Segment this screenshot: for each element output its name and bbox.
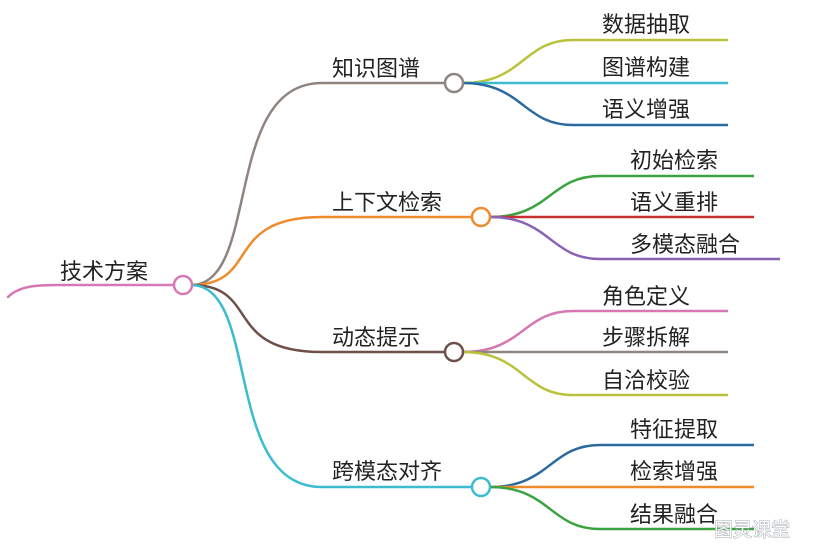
child-node[interactable]: 结果融合 — [489, 485, 754, 531]
child-label: 自洽校验 — [602, 369, 690, 394]
child-label: 特征提取 — [630, 418, 718, 443]
child-node[interactable]: 步骤拆解 — [462, 326, 728, 354]
child-connector — [462, 38, 728, 85]
branch-connector — [190, 81, 323, 287]
child-node[interactable]: 多模态融合 — [489, 215, 780, 261]
child-label: 角色定义 — [602, 285, 690, 310]
branch-label: 知识图谱 — [332, 57, 420, 82]
root-node[interactable]: 技术方案 — [6, 260, 176, 299]
child-node[interactable]: 语义重排 — [490, 191, 754, 219]
child-connector — [489, 174, 754, 219]
branch-node-context-retrieval[interactable]: 上下文检索 初始检索 语义重排 多模态融合 — [190, 149, 780, 287]
child-label: 语义增强 — [602, 98, 690, 123]
branch-junction-circle — [470, 476, 492, 498]
branch-node-knowledge-graph[interactable]: 知识图谱 数据抽取 图谱构建 语义增强 — [190, 13, 728, 287]
child-node[interactable]: 检索增强 — [489, 460, 754, 489]
branch-node-cross-modal-alignment[interactable]: 跨模态对齐 特征提取 检索增强 结果融合 — [190, 283, 754, 531]
branch-junction-circle — [443, 341, 465, 363]
branch-junction-circle — [443, 72, 465, 94]
branch-junction-circle — [470, 206, 492, 228]
child-label: 多模态融合 — [630, 233, 740, 258]
child-label: 初始检索 — [630, 149, 718, 174]
child-label: 语义重排 — [630, 191, 718, 216]
child-label: 检索增强 — [630, 460, 718, 485]
child-node[interactable]: 角色定义 — [462, 285, 728, 354]
child-node[interactable]: 图谱构建 — [463, 56, 728, 85]
child-connector — [462, 309, 728, 354]
child-connector — [489, 485, 754, 531]
child-node[interactable]: 初始检索 — [489, 149, 754, 219]
child-connector — [462, 350, 728, 397]
child-node[interactable]: 自洽校验 — [462, 350, 728, 397]
child-connector — [489, 215, 780, 261]
child-connector — [462, 81, 728, 127]
child-connector — [489, 443, 754, 489]
child-node[interactable]: 特征提取 — [489, 418, 754, 489]
root-junction-circle — [172, 274, 194, 296]
root-label: 技术方案 — [60, 260, 148, 285]
child-node[interactable]: 语义增强 — [462, 81, 728, 127]
child-label: 结果融合 — [630, 503, 718, 528]
root-underline — [6, 283, 176, 299]
branch-connector — [190, 283, 323, 489]
branch-label: 上下文检索 — [332, 191, 442, 216]
watermark: 图灵课堂 — [714, 519, 790, 541]
child-label: 图谱构建 — [602, 56, 690, 81]
child-node[interactable]: 数据抽取 — [462, 13, 728, 85]
branch-label: 跨模态对齐 — [332, 460, 442, 485]
child-label: 数据抽取 — [602, 13, 690, 38]
branch-connector — [190, 215, 323, 287]
child-label: 步骤拆解 — [602, 326, 690, 351]
branch-node-dynamic-prompt[interactable]: 动态提示 角色定义 步骤拆解 自洽校验 — [190, 283, 728, 397]
branch-label: 动态提示 — [332, 326, 420, 351]
branch-connector — [190, 283, 323, 354]
